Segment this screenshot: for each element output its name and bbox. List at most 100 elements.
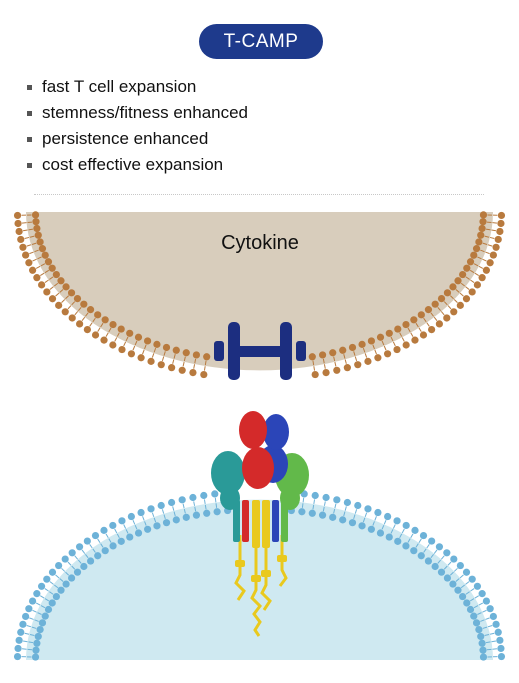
lipid-tail	[477, 256, 482, 260]
lipid-tail	[302, 497, 305, 503]
lipid-tail	[55, 292, 60, 297]
lipid-head	[437, 568, 446, 576]
lipid-head	[470, 612, 478, 620]
lipid-tail	[89, 322, 93, 327]
lipid-tail	[37, 256, 42, 260]
lipid-tail	[59, 578, 64, 582]
lipid-head	[497, 652, 506, 661]
lipid-tail	[482, 258, 487, 262]
lipid-tail	[215, 503, 218, 508]
lipid-tail	[144, 344, 147, 350]
lipid-head	[33, 274, 41, 282]
lipid-head	[178, 496, 186, 504]
receptor-domain-blue	[263, 414, 289, 450]
upper-cell: Cytokine	[13, 211, 506, 379]
lipid-head	[472, 245, 481, 253]
lipid-tail	[161, 509, 165, 514]
lipid-tail	[193, 501, 196, 506]
lipid-head	[48, 295, 57, 303]
lipid-head	[37, 582, 46, 590]
lipid-head	[48, 599, 56, 607]
lipid-head	[68, 314, 76, 322]
lipid-head	[19, 620, 27, 628]
lipid-head	[36, 626, 44, 634]
lipid-tail	[89, 544, 93, 549]
lipid-head	[61, 555, 69, 563]
lipid-tail	[418, 538, 422, 543]
lipid-head	[473, 582, 482, 590]
lipid-head	[57, 586, 65, 594]
receptor-stalk-green	[281, 500, 288, 542]
lipid-tail	[401, 337, 405, 342]
lipid-head	[376, 529, 385, 537]
lipid-head	[402, 320, 410, 329]
lipid-tail	[333, 356, 336, 362]
lipid-head	[428, 325, 436, 334]
lipid-tail	[29, 617, 34, 620]
lipid-head	[354, 361, 362, 369]
lipid-head	[410, 316, 418, 324]
lipid-head	[192, 511, 201, 519]
receptor-domain-green	[280, 486, 300, 510]
lipid-tail	[372, 344, 375, 350]
lipid-head	[462, 568, 471, 576]
lipid-tail	[37, 612, 42, 615]
lipid-tail	[383, 519, 387, 525]
lipid-head	[147, 357, 155, 365]
lipid-head	[311, 370, 319, 379]
lipid-head	[109, 542, 117, 550]
lipid-head	[411, 526, 419, 534]
lipid-tail	[29, 633, 35, 636]
lipid-tail	[470, 279, 475, 283]
lipid-head	[454, 277, 462, 285]
lipid-head	[33, 590, 41, 598]
bullet-icon	[27, 163, 32, 168]
lipid-head	[203, 509, 211, 517]
feature-text: cost effective expansion	[42, 155, 224, 174]
lipid-tail	[333, 508, 336, 514]
lipid-head	[33, 224, 41, 233]
lipid-head	[333, 496, 341, 504]
lipid-tail	[22, 229, 28, 232]
lipid-head	[44, 258, 53, 266]
lipid-tail	[323, 364, 326, 369]
lipid-tail	[32, 258, 37, 262]
lipid-head	[456, 301, 464, 309]
lipid-head	[364, 357, 372, 365]
lipid-tail	[24, 236, 30, 239]
lipid-tail	[84, 553, 89, 559]
lipid-tail	[40, 263, 46, 267]
lipid-head	[462, 295, 471, 303]
lipid-head	[28, 597, 37, 605]
lipid-tail	[123, 341, 127, 347]
lipid-head	[118, 345, 126, 354]
lipid-tail	[134, 340, 138, 346]
lipid-tail	[312, 360, 315, 366]
lipid-tail	[381, 525, 385, 530]
lipid-tail	[334, 361, 337, 367]
lipid-head	[463, 264, 471, 272]
lipid-tail	[29, 235, 35, 238]
lipid-head	[494, 628, 502, 636]
lipid-tail	[173, 354, 176, 359]
lipid-tail	[465, 276, 470, 280]
lipid-tail	[81, 549, 86, 554]
lipid-tail	[484, 235, 490, 238]
lipid-tail	[485, 228, 491, 231]
lipid-tail	[453, 299, 458, 303]
lipid-head	[76, 320, 84, 328]
lipid-tail	[108, 327, 112, 333]
lipid-tail	[49, 276, 54, 280]
lipid-head	[354, 501, 362, 510]
lipid-head	[91, 331, 100, 339]
lipid-head	[48, 568, 57, 576]
lipid-tail	[22, 640, 28, 643]
lipid-head	[31, 211, 40, 219]
lipid-tail	[172, 359, 175, 364]
lipid-tail	[40, 272, 45, 276]
lipid-head	[109, 341, 117, 349]
lipid-head	[200, 370, 208, 379]
lipid-tail	[49, 581, 54, 585]
lipid-tail	[142, 516, 145, 521]
lipid-tail	[100, 322, 104, 328]
